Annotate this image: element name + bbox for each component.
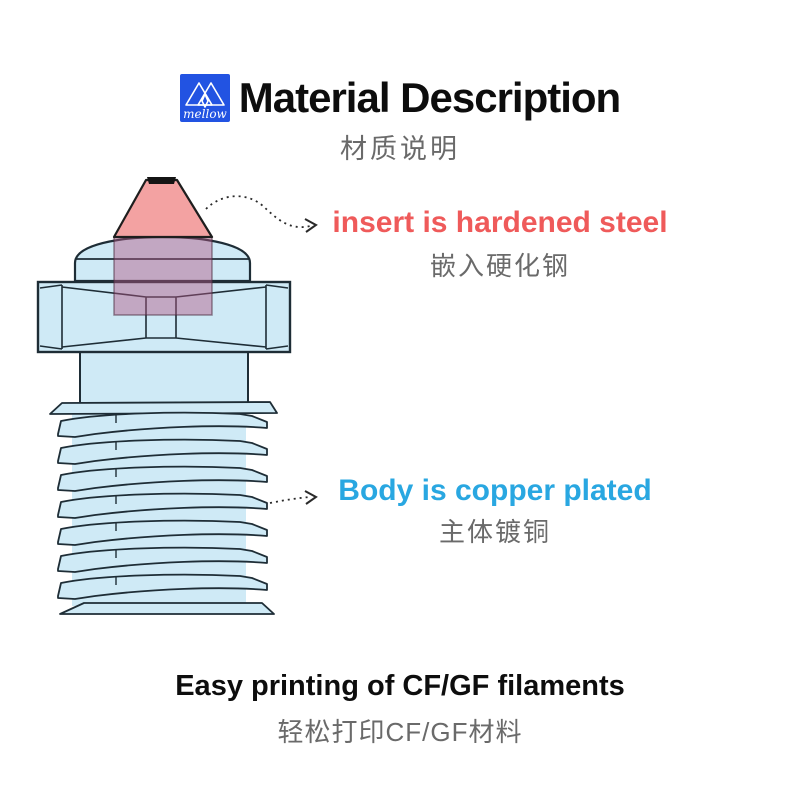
insert-overlay	[113, 236, 213, 316]
nozzle-thread-section	[49, 401, 278, 615]
insert-note-cn: 嵌入硬化钢	[429, 251, 570, 281]
header: mellow Material Description	[0, 70, 800, 126]
insert-note-en: insert is hardened steel	[332, 206, 668, 239]
body-callout-arrow	[269, 490, 318, 505]
footer-text-cn: 轻松打印CF/GF材料	[277, 717, 523, 747]
body-note-en: Body is copper plated	[338, 474, 652, 507]
logo-wordmark: mellow	[183, 107, 227, 121]
insert-callout-arrow	[205, 195, 318, 233]
nozzle-neck	[79, 350, 249, 407]
page-title: Material Description	[238, 74, 621, 121]
footer-text-en: Easy printing of CF/GF filaments	[175, 670, 625, 702]
page-subtitle-cn: 材质说明	[340, 134, 460, 164]
mellow-logo-icon: mellow	[179, 74, 230, 122]
insert-cone	[112, 177, 214, 239]
nozzle-hex-nut	[36, 280, 292, 354]
body-note-cn: 主体镀铜	[438, 517, 551, 547]
